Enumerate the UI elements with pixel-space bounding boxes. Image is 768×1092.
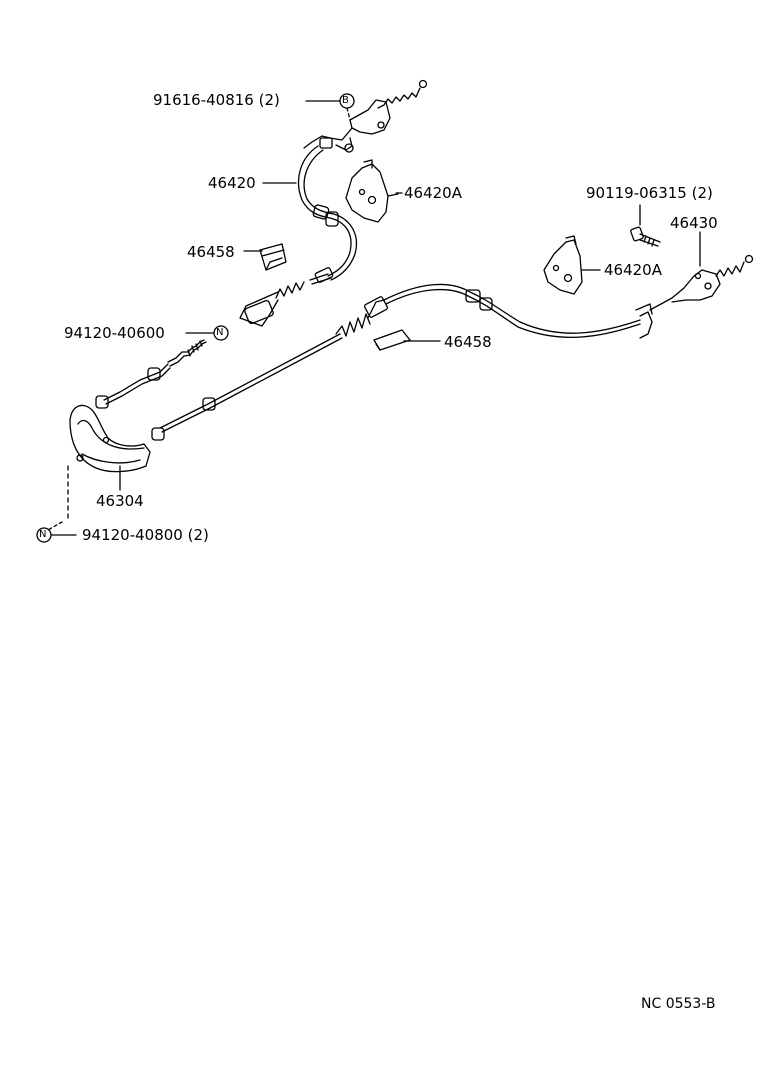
top-spring-icon [377,79,428,109]
label-bracket-46420a-left: 46420A [404,184,462,202]
main-cable-46430 [151,283,641,441]
n-marker-upper-circle [213,325,229,341]
label-nut-94120-40600: 94120-40600 [64,324,165,342]
label-cable-46430: 46430 [670,214,718,232]
equalizer-46304 [69,404,151,473]
label-bracket-46420a-right: 46420A [604,261,662,279]
label-bolt-90119: 90119-06315 (2) [586,184,713,202]
clip-46458-right [373,329,411,351]
marker-b: B [342,95,349,106]
bolt-90119-icon [630,226,661,247]
upper-cable-spring [239,281,305,327]
clip-46458-left [259,243,287,271]
label-cable-46420: 46420 [208,174,256,192]
n-marker-lower-circle [36,527,52,543]
marker-n-lower: N [39,529,47,540]
diagram-code: NC 0553-B [641,996,716,1012]
bracket-46420a-left [345,159,399,223]
label-clip-46458-right: 46458 [444,333,492,351]
label-bolt-91616: 91616-40816 (2) [153,91,280,109]
upper-cable-bracket [303,99,391,153]
label-clip-46458-left: 46458 [187,243,235,261]
small-rod-94120-40600 [167,339,207,367]
marker-n-upper: N [216,327,224,338]
lower-left-cable [95,363,171,409]
label-nut-94120-40800: 94120-40800 (2) [82,526,209,544]
right-cable-end [635,254,754,339]
bracket-46420a-right [543,235,583,295]
label-equalizer-46304: 46304 [96,492,144,510]
cable-46420 [297,145,358,285]
